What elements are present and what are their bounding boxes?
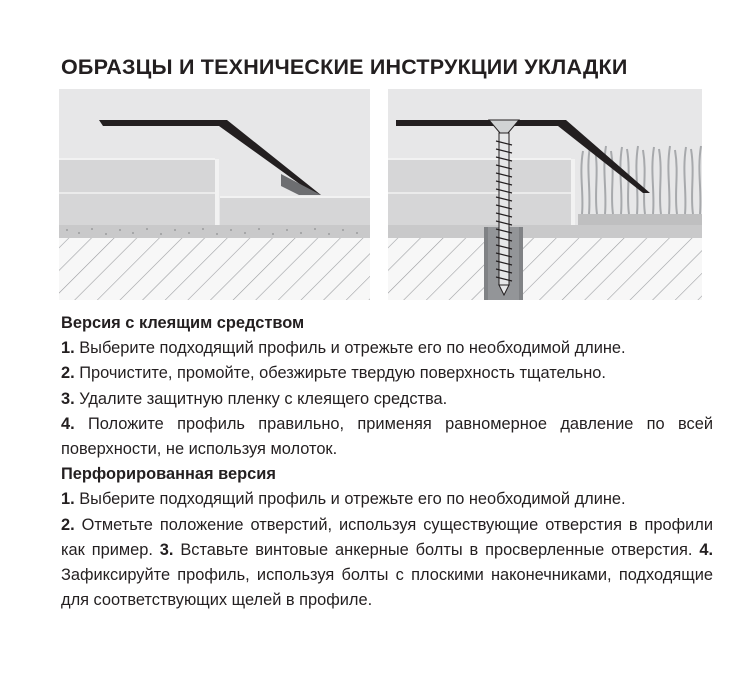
perforated-step-1: 1. Выберите подходящий профиль и отрежьт… (61, 490, 626, 509)
adhesive-step-2: 2. Прочистите, промойте, обезжирьте твер… (61, 364, 606, 383)
perforated-steps-2-4: 2. Отметьте положение отверстий, использ… (61, 515, 713, 610)
adhesive-step-1: 1. Выберите подходящий профиль и отрежьт… (61, 339, 626, 358)
screwed-profile-cross-section (388, 89, 702, 300)
adhesive-version-heading: Версия с клеящим средством (61, 314, 305, 332)
adhesive-step-4: 4. Положите профиль правильно, применяя … (61, 414, 713, 459)
page-title: ОБРАЗЦЫ И ТЕХНИЧЕСКИЕ ИНСТРУКЦИИ УКЛАДКИ (61, 55, 628, 79)
adhesive-step-3: 3. Удалите защитную пленку с клеящего ср… (61, 389, 448, 408)
perforated-version-heading: Перфорированная версия (61, 465, 276, 484)
instructions-text: Версия с клеящим средством 1. Выберите п… (61, 311, 713, 613)
adhesive-profile-cross-section (59, 89, 370, 300)
